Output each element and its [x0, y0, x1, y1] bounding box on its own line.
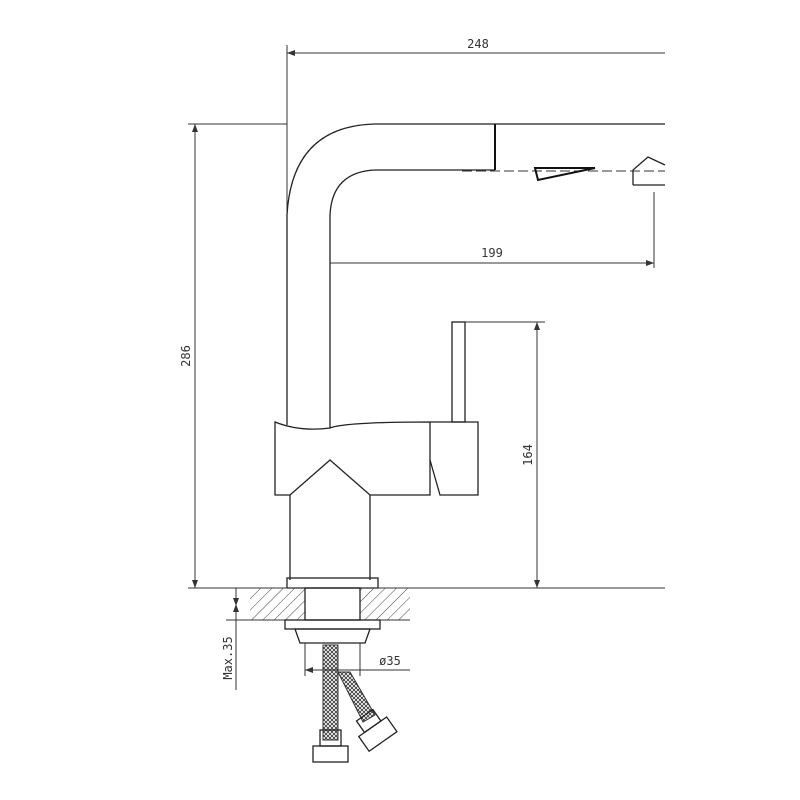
- dimension-248: 248: [286, 37, 665, 215]
- dimension-199: 199: [330, 192, 655, 268]
- countertop-section: [250, 587, 410, 644]
- hose-nut: [312, 745, 349, 763]
- spray-head-icon: [533, 167, 596, 182]
- dimension-label-248: 248: [467, 37, 489, 51]
- mounting-nut: [294, 628, 371, 644]
- dimension-diameter35: ø35: [304, 643, 410, 676]
- aerator-icon: [632, 156, 666, 186]
- handle-lever: [451, 321, 466, 423]
- handle-cartridge: [429, 421, 479, 496]
- dimension-label-diameter35: ø35: [379, 654, 401, 668]
- faucet-body: [274, 215, 479, 589]
- dimension-label-286: 286: [179, 345, 193, 367]
- base-flange: [286, 577, 379, 589]
- hose-nut-angled: [357, 716, 398, 753]
- supply-hoses: [312, 644, 398, 763]
- spout: [286, 123, 666, 250]
- dimension-164: 164: [465, 321, 545, 588]
- dimension-286: 286: [179, 123, 665, 589]
- dimension-label-164: 164: [521, 444, 535, 466]
- dimension-label-max35: Max.35: [221, 636, 235, 679]
- dimension-max35: Max.35: [221, 587, 250, 690]
- dimension-label-199: 199: [481, 246, 503, 260]
